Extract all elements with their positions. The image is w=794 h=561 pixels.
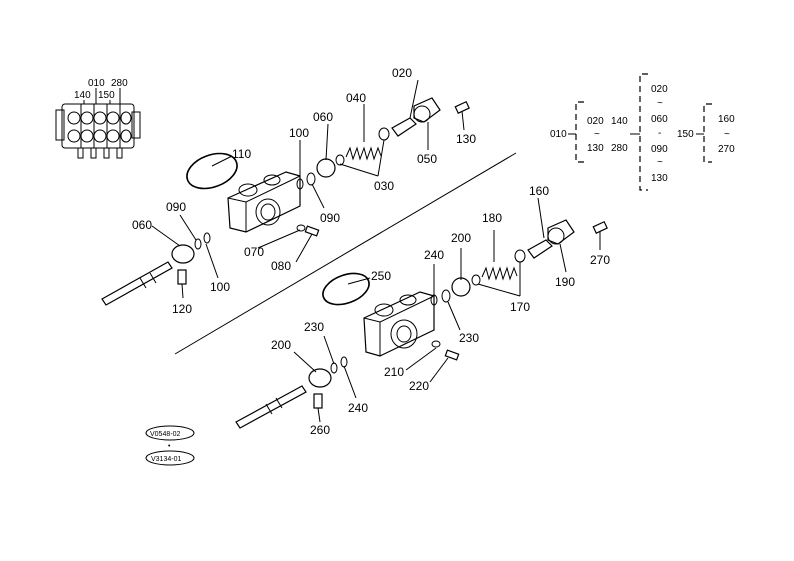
assembly-separator-line [174, 152, 517, 355]
reference-code-1: V0548-02 [150, 431, 180, 438]
legend-g3-160: 160 [718, 114, 735, 125]
legend-mid-150: 150 [677, 129, 694, 140]
lower-valve-assembly [235, 219, 608, 429]
reference-tags: V0548-02 • V3134-01 [145, 425, 195, 466]
legend-main-010: 010 [550, 129, 567, 140]
legend-g1-140: 140 [611, 116, 628, 127]
callout-090-upper-right: 090 [320, 211, 340, 225]
legend-g1-020: 020 [587, 116, 604, 127]
callout-210: 210 [384, 365, 404, 379]
thumb-label-140: 140 [74, 90, 91, 101]
callout-080: 080 [271, 259, 291, 273]
legend-g2-130: 130 [651, 173, 668, 184]
callout-220: 220 [409, 379, 429, 393]
legend-g2-090: 090 [651, 144, 668, 155]
callout-230-lower-left: 230 [304, 320, 324, 334]
legend-g1-130: 130 [587, 143, 604, 154]
callout-060-upper: 060 [313, 110, 333, 124]
callout-050: 050 [417, 152, 437, 166]
callout-200-lower-left: 200 [271, 338, 291, 352]
legend-g2-020: 020 [651, 84, 668, 95]
callout-250: 250 [371, 269, 391, 283]
assembly-legend: 010 020 ~ 130 140 280 020 ~ 060 - 090 ~ … [550, 73, 735, 191]
o-ring-icon [186, 152, 238, 190]
callout-020-upper: 020 [392, 66, 412, 80]
reference-separator: • [168, 443, 171, 450]
callout-230-lower-right: 230 [459, 331, 479, 345]
legend-g2-dash: - [658, 128, 661, 139]
callout-260: 260 [310, 423, 330, 437]
legend-g2-060: 060 [651, 114, 668, 125]
upper-leaders [151, 79, 465, 299]
upper-callouts: 020 040 060 100 130 050 030 090 110 070 … [132, 66, 476, 316]
callout-130: 130 [456, 132, 476, 146]
callout-040-upper: 040 [346, 91, 366, 105]
legend-g2-tilde-2: ~ [657, 157, 663, 168]
callout-190: 190 [555, 275, 575, 289]
legend-g3-270: 270 [718, 144, 735, 155]
lower-leaders [293, 197, 601, 423]
thumb-label-010: 010 [88, 78, 105, 89]
thumb-label-280: 280 [111, 78, 128, 89]
callout-200-lower-right: 200 [451, 231, 471, 245]
callout-240-lower-left: 240 [348, 401, 368, 415]
callout-270: 270 [590, 253, 610, 267]
callout-070: 070 [244, 245, 264, 259]
callout-180: 180 [482, 211, 502, 225]
callout-060-upper-left: 060 [132, 218, 152, 232]
reference-tag-2 [145, 450, 195, 466]
callout-160: 160 [529, 184, 549, 198]
callout-110: 110 [232, 147, 251, 161]
reference-code-2: V3134-01 [151, 456, 181, 463]
callout-030: 030 [374, 179, 394, 193]
lower-callouts: 160 180 200 240 250 270 190 170 230 230 … [271, 184, 610, 437]
legend-g1-280: 280 [611, 143, 628, 154]
valve-stack-thumbnail: 010 280 140 150 [55, 78, 141, 159]
callout-240-lower-right: 240 [424, 248, 444, 262]
callout-100-upper-left: 100 [210, 280, 230, 294]
legend-g1-tilde: ~ [594, 129, 600, 140]
reference-tag-1 [145, 425, 195, 441]
thumb-label-150: 150 [98, 90, 115, 101]
upper-valve-assembly [101, 97, 470, 306]
o-ring-icon [322, 272, 370, 306]
callout-100-upper: 100 [289, 126, 309, 140]
callout-170: 170 [510, 300, 530, 314]
callout-120: 120 [172, 302, 192, 316]
callout-090-upper-left: 090 [166, 200, 186, 214]
legend-g3-tilde: ~ [724, 129, 730, 140]
legend-g2-tilde-1: ~ [657, 98, 663, 109]
